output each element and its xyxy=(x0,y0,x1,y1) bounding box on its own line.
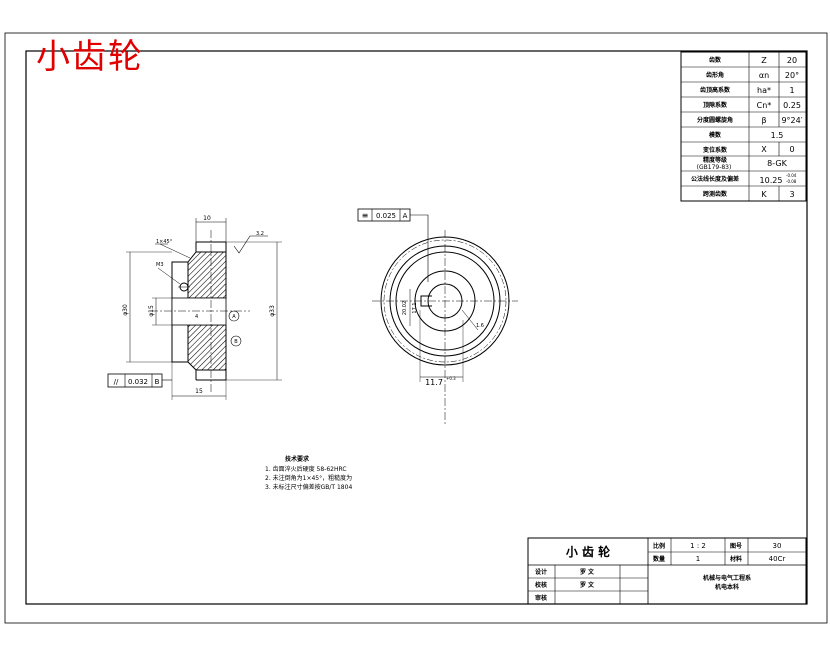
param-value: 1.5 xyxy=(771,131,784,140)
param-label: 变位系数 xyxy=(703,146,728,154)
param-symbol: Z xyxy=(761,56,767,65)
param-value: 0 xyxy=(789,145,794,154)
gdt-left-symbol: // xyxy=(114,378,119,386)
param-value: 10.25 xyxy=(760,176,783,185)
gdt-right-datum: A xyxy=(403,212,408,220)
title-block-text: 小 齿 轮 比例 1 : 2 图号 30 数量 1 材料 40Cr 设计 罗 文… xyxy=(535,542,785,602)
datum-b-label: B xyxy=(234,339,238,345)
param-symbol: K xyxy=(761,190,767,199)
dim-hub-dia: φ30 xyxy=(122,304,129,316)
technical-note-item: 1. 齿面淬火后硬度 58-62HRC xyxy=(265,466,347,473)
technical-note-item: 3. 未标注尺寸偏差按GB/T 1804 xyxy=(265,484,353,491)
gear-section-labels: 10 1×45° 3.2 M3 φ30 φ15 φ33 A B 4 15 // … xyxy=(114,215,276,395)
dim-small: 20.02 xyxy=(402,301,408,315)
parameter-table xyxy=(680,51,807,202)
dim-chamfer: 1×45° xyxy=(156,239,173,245)
param-tolerance-lower: -0.08 xyxy=(786,179,797,184)
approver-label: 审核 xyxy=(535,594,547,602)
gdt-left-datum: B xyxy=(155,378,160,386)
drawing-no-value: 30 xyxy=(773,542,782,550)
param-value: 20 xyxy=(787,56,797,65)
scale-label: 比例 xyxy=(653,542,665,550)
param-value: 1 xyxy=(789,86,794,95)
dim-outer-dia: φ33 xyxy=(269,305,276,317)
dim-keyway-width-tol: +0.3 xyxy=(446,376,456,381)
gear-end-view xyxy=(357,208,518,425)
dim-m3: M3 xyxy=(156,262,164,268)
param-symbol: Cn* xyxy=(757,101,772,110)
outer-border xyxy=(4,32,828,624)
inner-border xyxy=(25,50,808,605)
scale-value: 1 : 2 xyxy=(690,542,706,550)
parameter-table-text: 齿数 Z 20 齿形角 αn 20° 齿顶高系数 ha* 1 顶隙系数 Cn* … xyxy=(691,56,803,199)
technical-notes-title: 技术要求 xyxy=(285,456,310,463)
param-label: 精度等级 xyxy=(703,156,727,164)
drawing-no-label: 图号 xyxy=(730,542,742,550)
gdt-left-value: 0.032 xyxy=(128,378,148,386)
qty-value: 1 xyxy=(696,555,700,563)
gdt-right-symbol: ≡ xyxy=(362,211,369,220)
org-line2: 机电本科 xyxy=(715,583,739,591)
param-value: 8-GK xyxy=(767,159,787,168)
technical-note-item: 2. 未注倒角为1×45°，粗糙度为 xyxy=(265,475,353,482)
dim-keyway-width: 11.7 xyxy=(425,378,443,387)
param-value: 3 xyxy=(789,190,794,199)
gdt-right-value: 0.025 xyxy=(376,212,396,220)
param-symbol: β xyxy=(761,116,766,125)
param-symbol: αn xyxy=(759,71,769,80)
designer-name: 罗 文 xyxy=(580,568,595,576)
material-label: 材料 xyxy=(729,555,742,563)
param-label: 齿顶高系数 xyxy=(700,86,731,94)
checker-label: 校核 xyxy=(535,581,547,589)
dim-width-top: 10 xyxy=(203,215,211,222)
param-label: 齿形角 xyxy=(706,71,724,79)
title-block xyxy=(527,537,807,605)
roughness-value: 3.2 xyxy=(256,231,264,237)
param-tolerance-upper: -0.04 xyxy=(786,173,797,178)
designer-label: 设计 xyxy=(535,568,547,576)
dim-bottom-len: 15 xyxy=(195,388,203,395)
param-label: 公法线长度及偏差 xyxy=(691,175,739,183)
datum-a-label: A xyxy=(232,314,236,320)
param-value: 20° xyxy=(785,71,799,80)
param-value: 9°24′ xyxy=(781,116,802,125)
gear-section-view xyxy=(107,218,282,400)
dim-small-r: 1.6 xyxy=(476,323,484,329)
param-label: 分度圆螺旋角 xyxy=(697,116,733,124)
dim-bore-side: 4 xyxy=(195,314,198,320)
param-label-sub: (GB179-83) xyxy=(697,164,732,171)
param-symbol: ha* xyxy=(757,86,771,95)
checker-name: 罗 文 xyxy=(580,581,595,589)
material-value: 40Cr xyxy=(769,555,786,563)
param-label: 模数 xyxy=(709,131,722,139)
param-symbol: X xyxy=(761,145,767,154)
drawing-title-overlay: 小齿轮 xyxy=(36,37,144,77)
param-value: 0.25 xyxy=(783,101,801,110)
param-label: 顶隙系数 xyxy=(703,101,728,109)
dim-bore-dia: φ15 xyxy=(148,305,155,317)
dim-keyway-dim: 17.1 xyxy=(412,302,418,313)
param-label: 齿数 xyxy=(709,56,722,64)
drawing-name: 小 齿 轮 xyxy=(566,544,611,559)
qty-label: 数量 xyxy=(653,555,665,563)
org-line1: 机械与电气工程系 xyxy=(703,574,751,582)
param-label: 跨测齿数 xyxy=(703,190,728,198)
gear-end-labels: ≡ 0.025 A 20.02 17.1 1.6 11.7 +0.3 xyxy=(362,211,484,387)
